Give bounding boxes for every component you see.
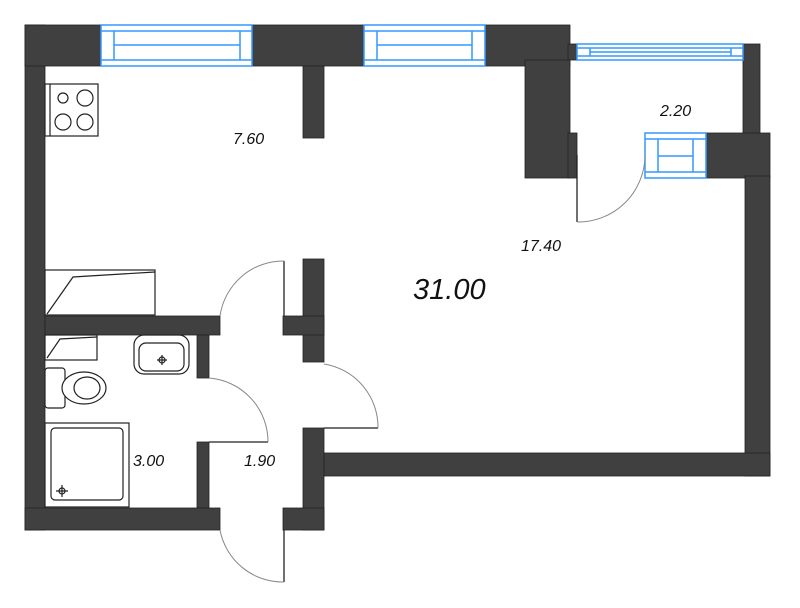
windows: [100, 24, 744, 179]
sink-icon: [133, 334, 190, 375]
doors: [208, 155, 646, 583]
toilet-icon: [44, 367, 107, 409]
walls: [24, 24, 771, 531]
fixtures: [44, 83, 190, 508]
total-area-label: 31.00: [413, 274, 486, 306]
kitchen-area-label: 7.60: [233, 131, 265, 148]
stove-icon: [44, 83, 99, 137]
bathroom-area-label: 3.00: [133, 453, 165, 470]
hallway-area-label: 1.90: [244, 453, 276, 470]
kitchen-counter-icon: [44, 269, 156, 316]
washing-machine-icon: [44, 334, 98, 361]
shower-tray-icon: [44, 422, 130, 508]
balcony-area-label: 2.20: [660, 103, 692, 120]
living-room-area-label: 17.40: [521, 238, 562, 255]
